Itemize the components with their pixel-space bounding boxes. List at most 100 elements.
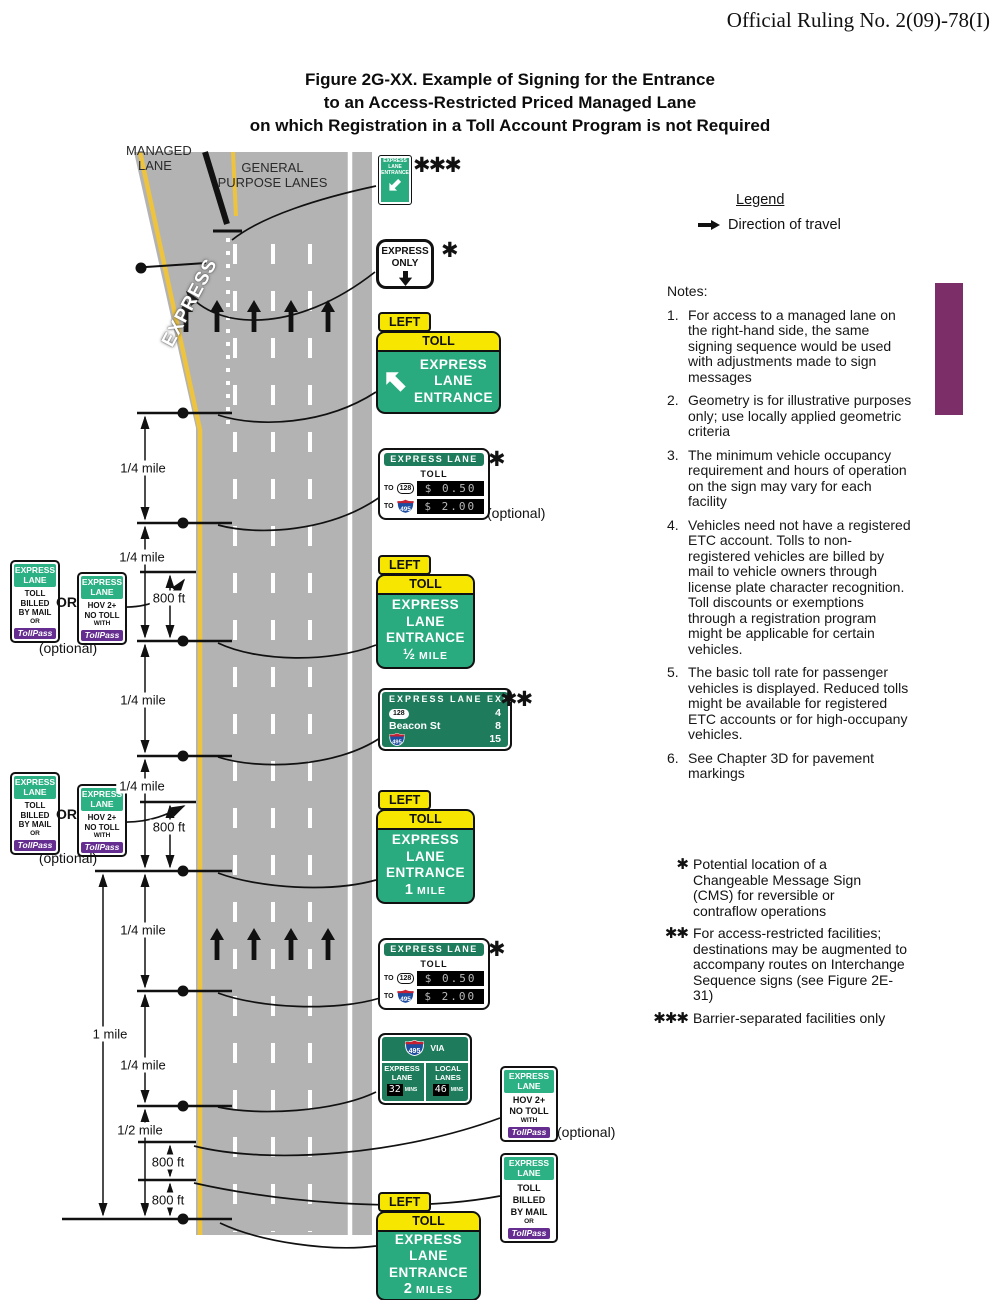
route-128-shield: 128 (396, 483, 415, 494)
up-left-arrow-icon (386, 371, 406, 392)
managed-lane-label: MANAGED LANE (126, 143, 192, 173)
sign-express-only: EXPRESS ONLY (376, 239, 434, 289)
dim-quarter-mile-6: 1/4 mile (117, 1057, 169, 1073)
tollpass-logo: TollPass (80, 630, 124, 641)
footnote-2: ✱✱For access-restricted facilities; dest… (664, 924, 908, 1003)
route-128-shield: 128 (389, 708, 409, 719)
dim-quarter-mile-5: 1/4 mile (117, 922, 169, 938)
dim-half-mile: 1/2 mile (114, 1122, 166, 1138)
yellow-gore-line (231, 151, 238, 217)
minutes-display: 46 (432, 1084, 449, 1096)
or-label-2: OR (56, 806, 77, 822)
note-4: 4.Vehicles need not have a registered ET… (667, 516, 911, 657)
toll-rate-optional-label: (optional) (487, 505, 546, 521)
sign-toll-rate-2: EXPRESS LANE TOLL TO 128 $ 0.50 TO 495 $… (378, 938, 490, 1010)
interstate-495-shield: 495 (389, 733, 405, 746)
svg-text:495: 495 (392, 740, 402, 746)
minutes-display: 32 (386, 1084, 403, 1096)
svg-text:495: 495 (409, 1048, 421, 1055)
toll-amount-display: $ 2.00 (416, 989, 484, 1004)
dim-800ft-1: 800 ft (149, 590, 189, 606)
dim-quarter-mile-2: 1/4 mile (116, 549, 168, 565)
toll-band: TOLL (378, 333, 499, 352)
footnotes-block: ✱Potential location of a Changeable Mess… (636, 855, 936, 1033)
notes-block: Notes: 1.For access to a managed lane on… (667, 283, 912, 790)
or-label-1: OR (56, 594, 77, 610)
down-left-arrow-icon (389, 178, 402, 191)
route-128-shield: 128 (396, 973, 415, 984)
footnote-1: ✱Potential location of a Changeable Mess… (676, 855, 862, 919)
footnote-3: ✱✱✱Barrier-separated facilities only (653, 1008, 886, 1027)
tollpass-logo: TollPass (507, 1228, 551, 1239)
sign-express-lane-entrance-ramp: EXPRESS LANE ENTRANCE (378, 155, 412, 205)
legend-title: Legend (736, 192, 785, 208)
note-1: 1.For access to a managed lane on the ri… (667, 306, 896, 385)
dim-quarter-mile-1: 1/4 mile (117, 460, 169, 476)
ruling-reference: Official Ruling No. 2(09)-78(I) (726, 8, 990, 32)
pavement-marking-pointer (145, 262, 207, 268)
dim-quarter-mile-3: 1/4 mile (117, 692, 169, 708)
toll-amount-display: $ 0.50 (417, 971, 484, 986)
toll-rate-1-stars: ✱ (488, 447, 506, 471)
interstate-495-shield: 495 (396, 499, 414, 514)
dim-one-mile: 1 mile (89, 1026, 131, 1042)
sign-toll-rate-1: EXPRESS LANE TOLL TO 128 $ 0.50 TO 495 $… (378, 448, 490, 520)
figure-title: Figure 2G-XX. Example of Signing for the… (200, 68, 820, 137)
figure-title-line1: Figure 2G-XX. Example of Signing for the… (305, 70, 715, 89)
yellow-edge-line (137, 151, 203, 1235)
toll-rate-2-stars: ✱ (488, 937, 506, 961)
svg-text:495: 495 (400, 506, 411, 513)
notes-title: Notes: (667, 283, 708, 299)
express-only-stars: ✱ (441, 238, 459, 262)
note-3: 3.The minimum vehicle occupancy requirem… (667, 446, 907, 509)
general-purpose-lanes-label: GENERAL PURPOSE LANES (217, 160, 328, 190)
optional-label-hov-right: (optional) (557, 1124, 616, 1140)
note-6: 6.See Chapter 3D for pavement markings (667, 749, 874, 781)
optional-label-pair-1: (optional) (38, 640, 98, 656)
tollpass-logo: TollPass (13, 839, 57, 851)
down-arrow-icon (398, 271, 412, 286)
legend-direction-of-travel: Direction of travel (698, 217, 841, 233)
note-5: 5.The basic toll rate for passenger vehi… (667, 664, 909, 742)
pavement (134, 152, 372, 1235)
direction-arrow-icon (698, 220, 720, 230)
purple-side-bar (935, 283, 963, 415)
tollpass-logo: TollPass (13, 627, 57, 639)
tollpass-logo: TollPass (507, 1127, 551, 1138)
left-tab: LEFT (378, 312, 432, 332)
toll-amount-display: $ 0.50 (417, 481, 484, 496)
exits-sign-stars: ✱✱ (500, 687, 533, 711)
note-2: 2.Geometry is for illustrative purposes … (667, 392, 912, 439)
toll-amount-display: $ 2.00 (416, 499, 484, 514)
barrier-line (202, 151, 230, 225)
guide-sign-entrance-1: LEFT TOLL EXPRESS LANE ENTRANCE (376, 312, 501, 414)
interstate-495-shield: 495 (405, 1040, 425, 1056)
tollpass-logo: TollPass (80, 842, 124, 853)
dim-800ft-2: 800 ft (149, 819, 189, 835)
ramp-sign-stars: ✱✱✱ (413, 153, 462, 177)
sign-location-dots (135, 262, 189, 1225)
svg-text:495: 495 (400, 996, 411, 1003)
dim-quarter-mile-4: 1/4 mile (116, 778, 168, 794)
optional-label-pair-2: (optional) (38, 850, 98, 866)
dim-800ft-4: 800 ft (148, 1192, 188, 1208)
interstate-495-shield: 495 (396, 989, 414, 1004)
dim-800ft-3: 800 ft (148, 1154, 188, 1170)
figure-title-line2: to an Access-Restricted Priced Managed L… (323, 93, 697, 112)
figure-title-line3: on which Registration in a Toll Account … (249, 116, 771, 135)
